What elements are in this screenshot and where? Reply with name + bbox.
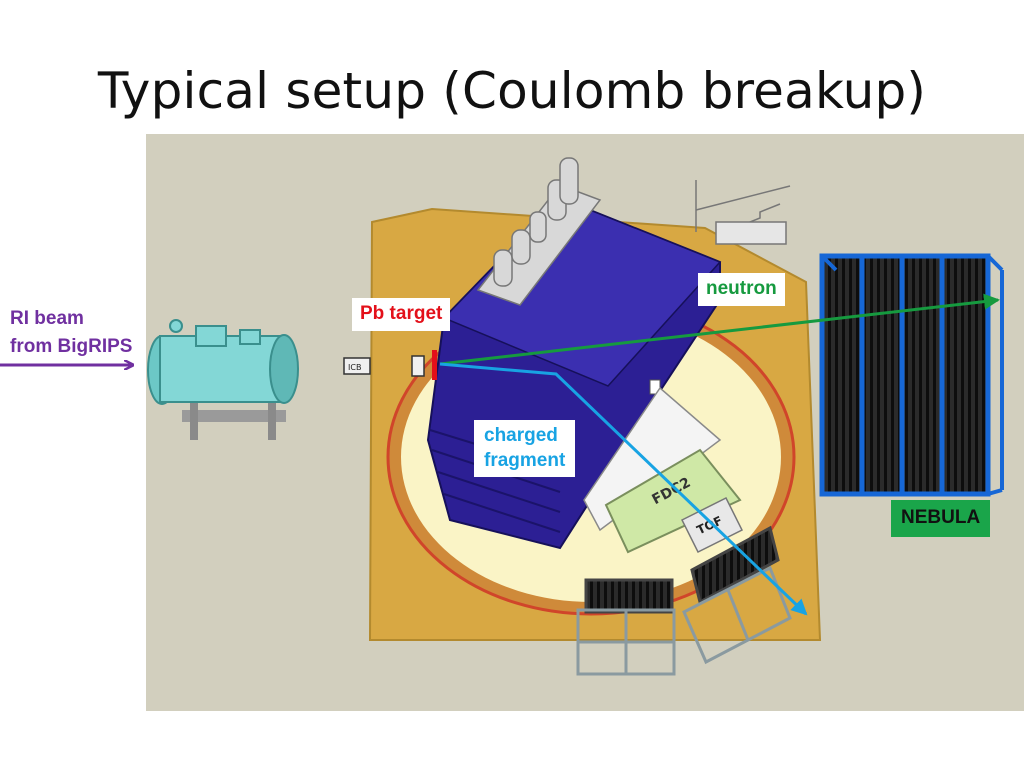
hodoscope-frame-left: [576, 578, 676, 676]
neutron-label: neutron: [698, 273, 785, 306]
slide-title: Typical setup (Coulomb breakup): [97, 62, 927, 120]
neutron-arrow: [439, 293, 1000, 366]
stairs: [695, 180, 791, 245]
fragment-arrow: [439, 362, 808, 616]
pb-target-label: Pb target: [352, 298, 451, 331]
icb-box: ICB: [343, 357, 371, 375]
vacuum-chamber: [147, 319, 299, 440]
icb-label: ICB: [348, 363, 361, 372]
cryostat-towers: [476, 157, 602, 306]
hodoscope-frame-right: [682, 525, 792, 665]
target-holder: [411, 355, 425, 377]
fdc2-chamber: FDC2: [583, 386, 742, 554]
nebula-label: NEBULA: [891, 500, 991, 537]
beam-label: RI beam from BigRIPS: [10, 308, 133, 357]
nebula-detector: [819, 253, 1004, 497]
pb-target-marker: [432, 350, 437, 380]
charged-fragment-label: charged fragment: [474, 420, 576, 478]
